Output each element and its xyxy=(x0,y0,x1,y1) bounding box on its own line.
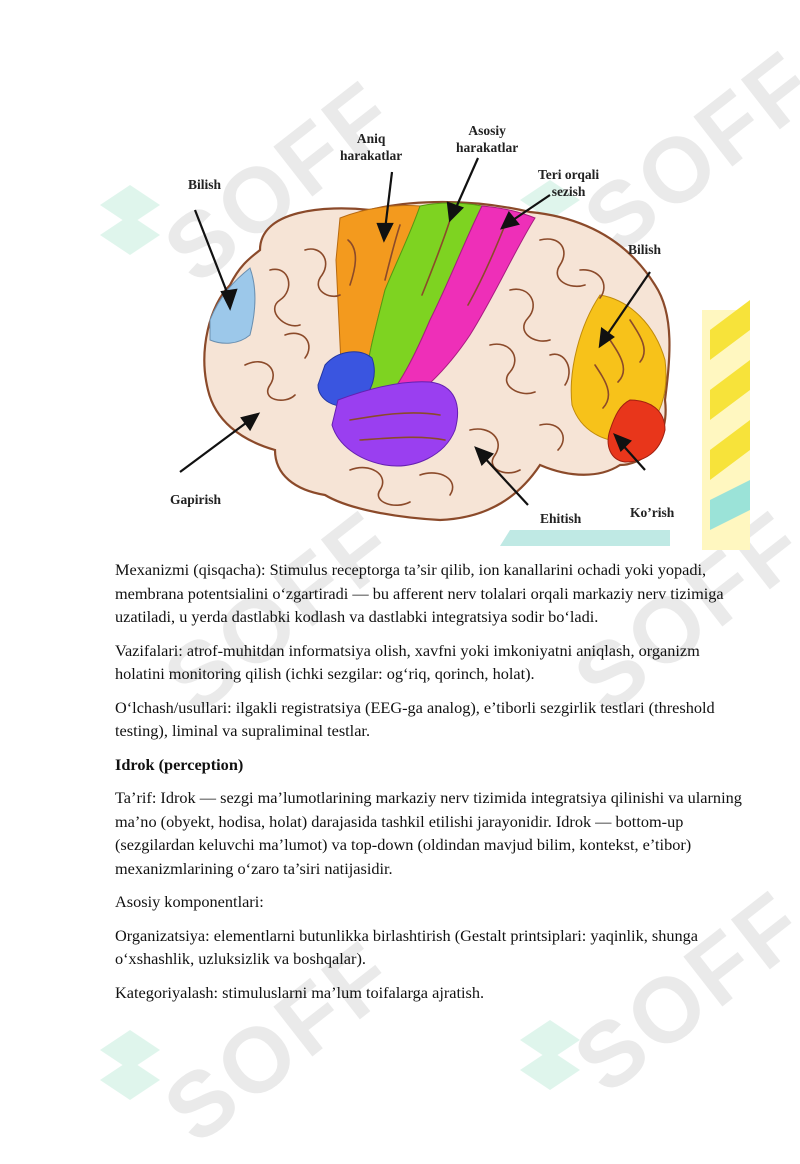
label-bilish-left: Bilish xyxy=(188,177,222,192)
paragraph-components-intro: Asosiy komponentlari: xyxy=(115,892,264,911)
label-asosiy-harakatlar: Asosiy harakatlar xyxy=(456,123,519,155)
label-aniq-harakatlar: Aniq harakatlar xyxy=(340,131,403,163)
document-page: SOFF SOFF SOFF SOFF SOFF SOFF xyxy=(100,31,800,1163)
brain-illustration xyxy=(179,157,750,550)
paragraph-methods: O‘lchash/usullari: ilgakli registratsiya… xyxy=(115,697,715,741)
paragraph-categorization: Kategoriyalash: stimuluslarni ma’lum toi… xyxy=(115,982,485,1002)
brain-diagram: Bilish Aniq harakatlar Asosiy harakatlar… xyxy=(110,100,750,550)
label-korish: Ko’rish xyxy=(630,505,675,520)
label-gapirish: Gapirish xyxy=(170,492,222,507)
region-bilish-left xyxy=(209,267,256,344)
label-teri-orqali-sezish: Teri orqali sezish xyxy=(538,167,600,199)
label-bilish-right: Bilish xyxy=(628,242,662,257)
paragraph-mechanism: Mexanizmi (qisqacha): Stimulus receptorg… xyxy=(115,560,724,626)
watermark-logo-icon xyxy=(100,1030,160,1100)
region-ehitish-purple xyxy=(331,381,459,467)
label-arrows xyxy=(179,157,651,506)
label-ehitish: Ehitish xyxy=(540,511,582,526)
gyri-lines xyxy=(244,219,645,506)
paragraph-definition: Ta’rif: Idrok — sezgi ma’lumotlarining m… xyxy=(115,788,742,878)
watermark-logo-icon xyxy=(520,1020,580,1090)
decorative-stripes xyxy=(500,300,750,550)
document-body: Mexanizmi (qisqacha): Stimulus receptorg… xyxy=(115,558,745,1014)
section-heading: Idrok (perception) xyxy=(115,754,244,774)
paragraph-functions: Vazifalari: atrof-muhitdan informatsiya … xyxy=(115,640,700,684)
paragraph-organization: Organizatsiya: elementlarni butunlikka b… xyxy=(115,925,698,969)
